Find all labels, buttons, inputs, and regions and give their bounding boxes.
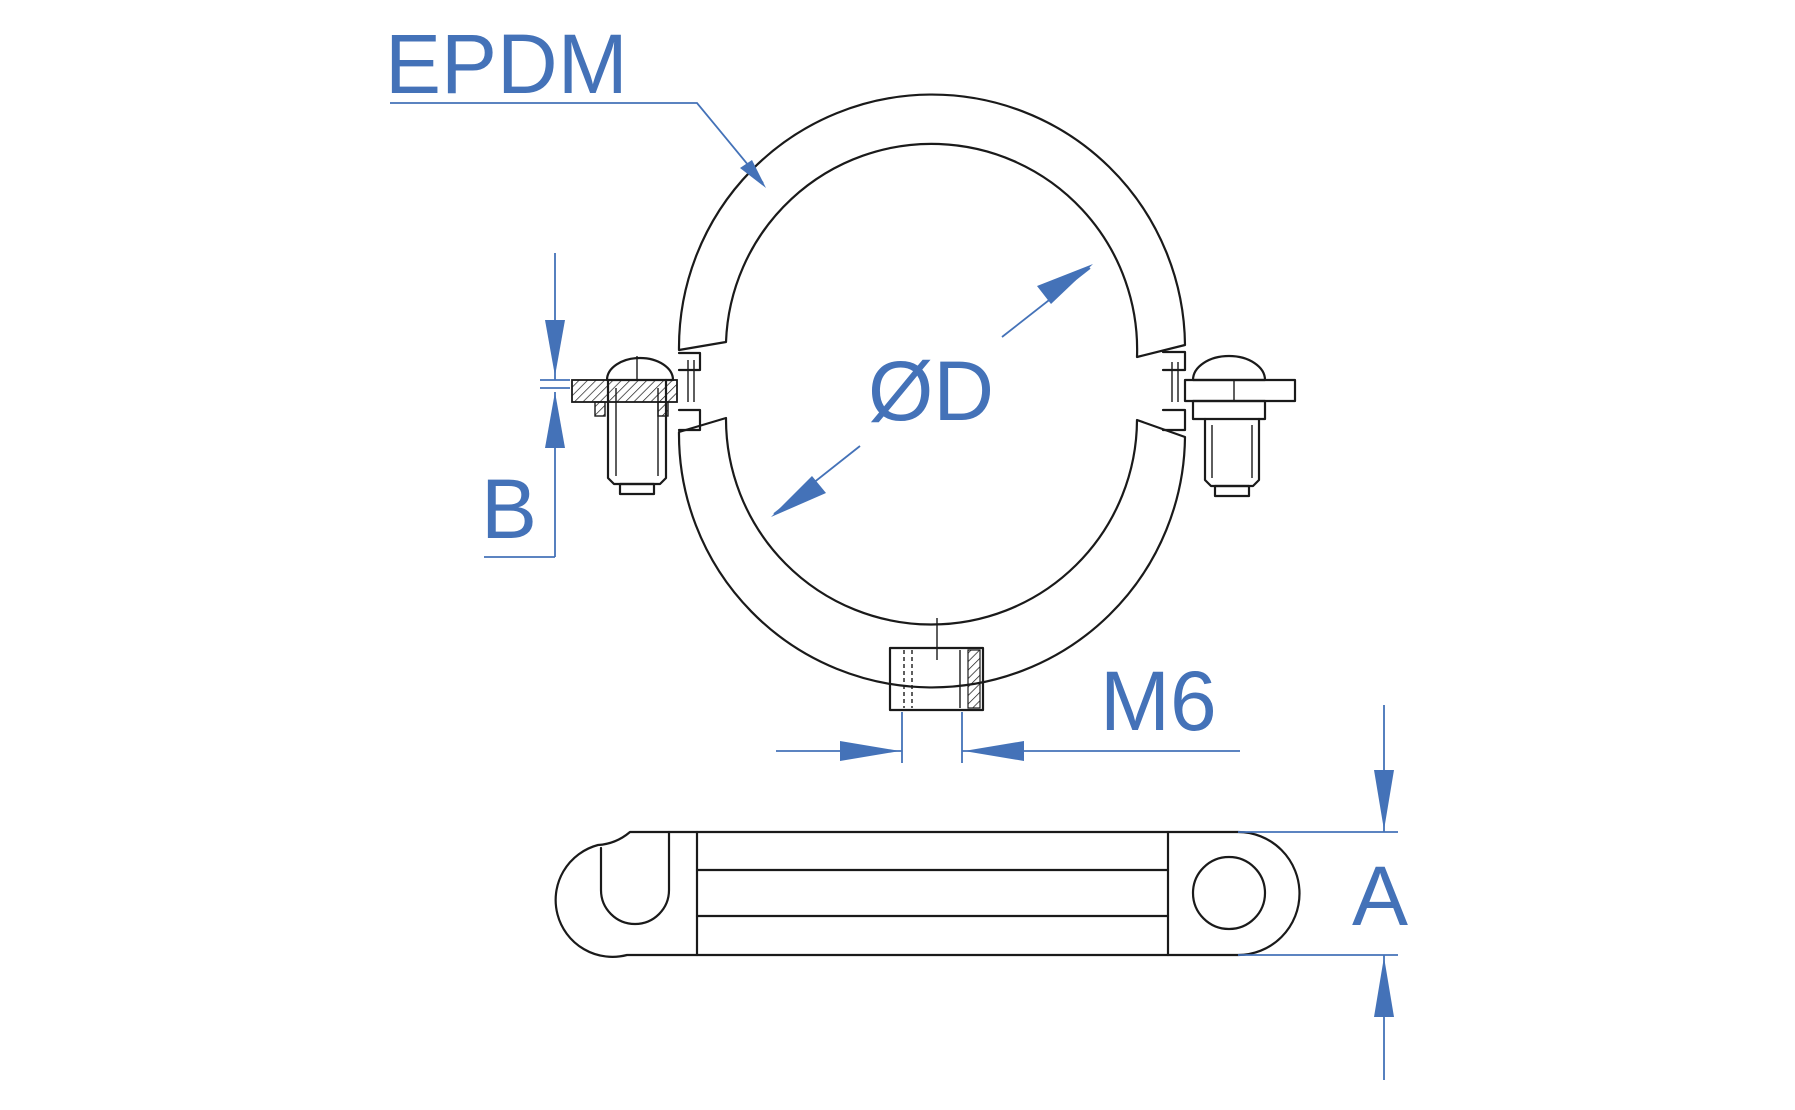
m6-threaded-nut: [888, 646, 985, 712]
left-tab-screw: [571, 351, 702, 496]
m6-label: M6: [1100, 654, 1217, 748]
band-hook-slot: [599, 830, 671, 926]
diameter-label: ØD: [868, 344, 994, 438]
dim-b-label: B: [481, 462, 537, 556]
dim-a-label: A: [1352, 849, 1408, 943]
ring-lower-half: [677, 416, 1187, 689]
epdm-label: EPDM: [385, 17, 628, 111]
diameter-arrows: [771, 264, 1093, 517]
dim-m6: [776, 712, 1240, 763]
dim-a: [1238, 705, 1398, 1080]
dim-b: [484, 253, 570, 558]
clamp-ring-front-view: [677, 93, 1187, 689]
right-tab-screw: [1161, 350, 1297, 498]
clamp-band-top-view: [554, 830, 1301, 958]
band-outline: [554, 830, 1301, 958]
band-round-hole: [1191, 855, 1267, 931]
ring-upper-half: [677, 93, 1187, 359]
epdm-leader: [390, 102, 766, 188]
